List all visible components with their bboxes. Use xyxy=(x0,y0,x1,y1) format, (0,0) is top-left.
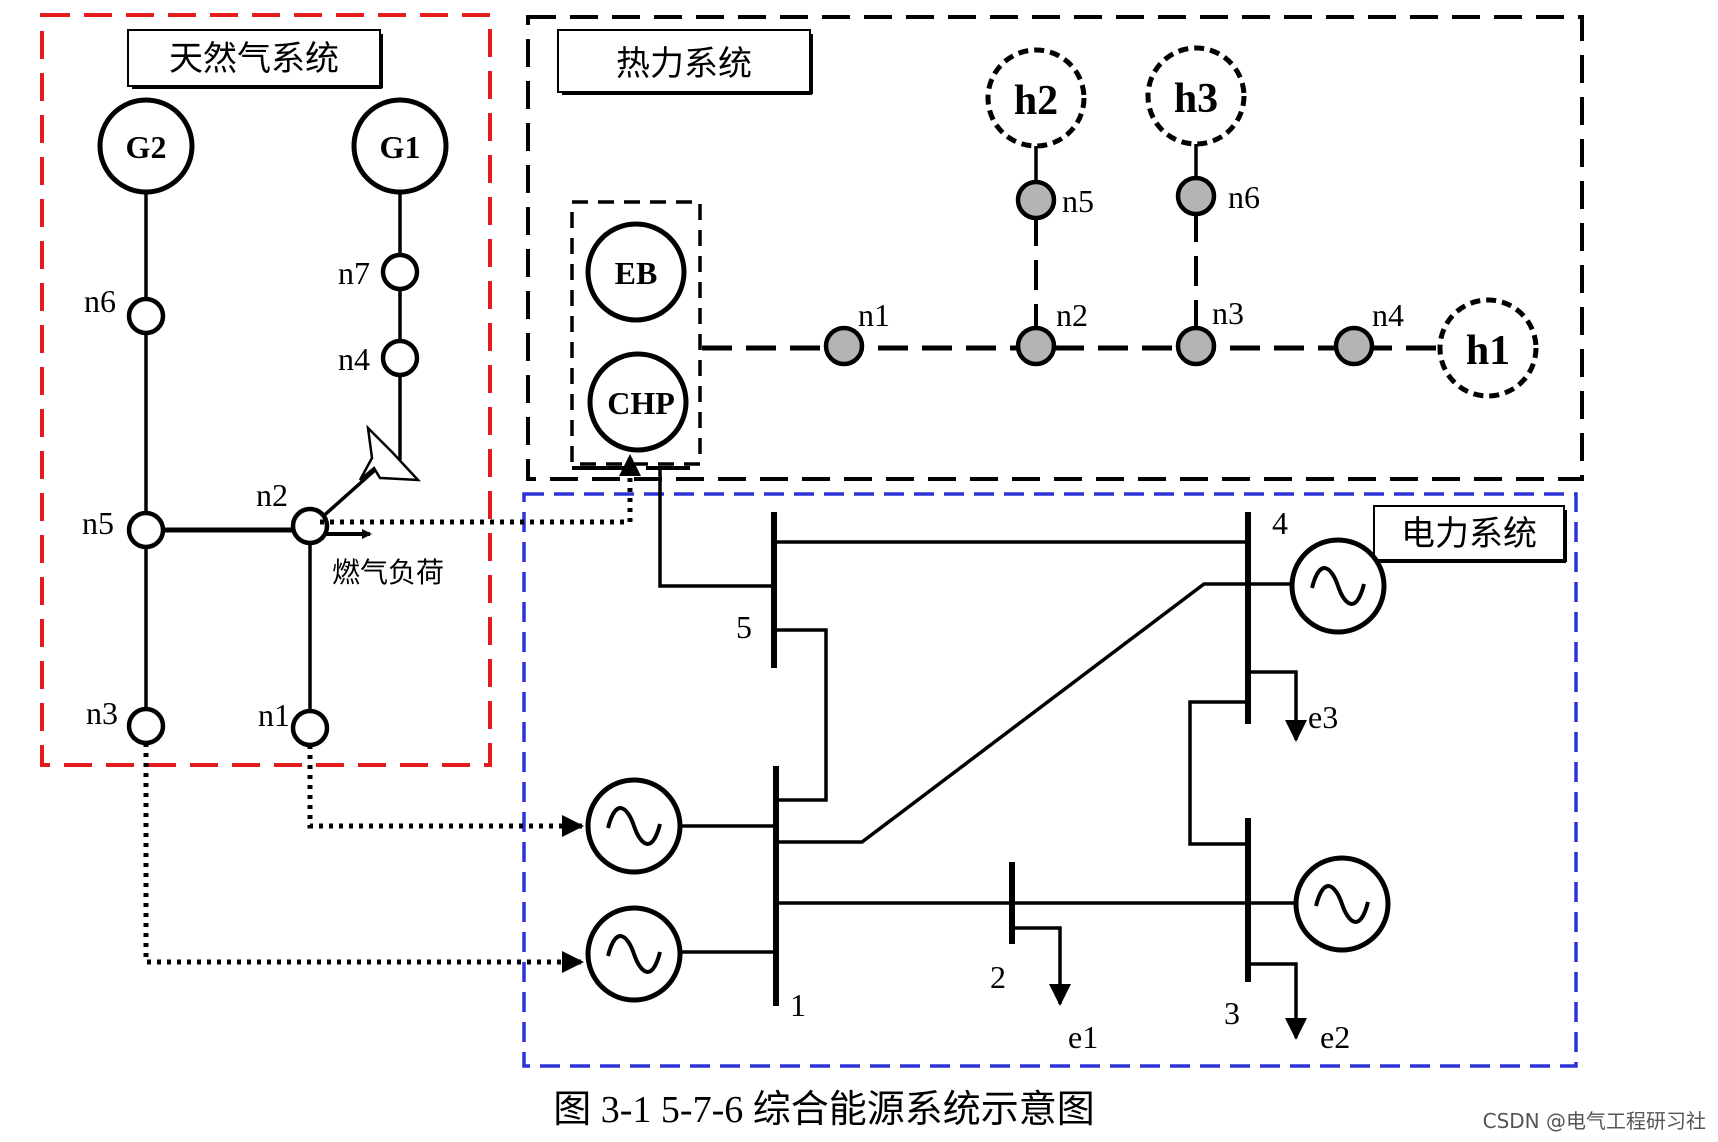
gas-node-n7-label: n7 xyxy=(338,255,370,291)
heat-load-h3: h3 xyxy=(1145,45,1247,147)
heat-system-title-box: 热力系统 xyxy=(557,29,813,95)
generator-bus1-upper xyxy=(585,777,683,875)
gas-node-n2-label: n2 xyxy=(256,477,288,513)
heat-node-n4-label: n4 xyxy=(1372,297,1404,333)
heat-system-title: 热力系统 xyxy=(616,45,752,83)
heat-node-n2: n2 xyxy=(1015,297,1088,367)
heat-load-h2: h2 xyxy=(985,47,1087,149)
heat-node-n5: n5 xyxy=(1015,179,1094,221)
gas-node-n5-label: n5 xyxy=(82,505,114,541)
power-system-title: 电力系统 xyxy=(1401,515,1537,553)
watermark: CSDN @电气工程研习社 xyxy=(1483,1109,1706,1133)
gas-node-n1-label: n1 xyxy=(258,697,290,733)
ac-wave-icon xyxy=(606,806,662,846)
heat-node-n6: n6 xyxy=(1175,175,1260,217)
gas-node-n3: n3 xyxy=(86,695,166,746)
load-e3-label: e3 xyxy=(1308,699,1338,735)
heat-node-n6-label: n6 xyxy=(1228,179,1260,215)
generator-bus3 xyxy=(1293,855,1391,953)
coupling-links xyxy=(143,454,641,973)
gas-node-n6-label: n6 xyxy=(84,283,116,319)
heat-unit-chp-label: CHP xyxy=(607,385,675,421)
bus-5-label: 5 xyxy=(736,609,752,645)
heat-load-h1: h1 xyxy=(1437,297,1539,399)
bus-1-label: 1 xyxy=(790,987,806,1023)
ac-wave-icon xyxy=(1310,566,1366,606)
gas-node-n7: n7 xyxy=(338,252,420,292)
gas-node-n4: n4 xyxy=(338,338,420,378)
gas-source-g1: G1 xyxy=(351,97,449,195)
heat-node-n2-label: n2 xyxy=(1056,297,1088,333)
gas-node-n4-label: n4 xyxy=(338,341,370,377)
bus-3-label: 3 xyxy=(1224,995,1240,1031)
gas-system-title: 天然气系统 xyxy=(169,40,339,78)
heat-node-n4: n4 xyxy=(1333,297,1404,367)
load-e2-label: e2 xyxy=(1320,1019,1350,1055)
gas-node-n2: n2 xyxy=(256,477,330,546)
power-system-region xyxy=(522,492,1578,1068)
heat-node-n1: n1 xyxy=(823,297,890,367)
bus-2-label: 2 xyxy=(990,959,1006,995)
heat-unit-chp: CHP xyxy=(587,351,689,453)
heat-unit-eb: EB xyxy=(585,221,687,323)
heat-load-h3-label: h3 xyxy=(1174,76,1218,122)
gas-node-n1: n1 xyxy=(258,697,330,748)
generator-bus4 xyxy=(1289,537,1387,635)
gas-node-n5: n5 xyxy=(82,505,166,550)
heat-node-n5-label: n5 xyxy=(1062,183,1094,219)
heat-node-n1-label: n1 xyxy=(858,297,890,333)
gas-source-g1-label: G1 xyxy=(380,129,421,165)
gas-load-label: 燃气负荷 xyxy=(332,557,444,589)
generator-bus1-lower xyxy=(585,905,683,1003)
heat-load-h2-label: h2 xyxy=(1014,78,1058,124)
heat-unit-group xyxy=(570,200,702,466)
gas-source-g2-label: G2 xyxy=(126,129,167,165)
heat-node-n3-label: n3 xyxy=(1212,295,1244,331)
gas-node-n6: n6 xyxy=(84,283,166,336)
heat-system-region xyxy=(526,15,1584,481)
bus-4-label: 4 xyxy=(1272,505,1288,541)
gas-source-g2: G2 xyxy=(97,97,195,195)
ac-wave-icon xyxy=(606,934,662,974)
heat-load-h1-label: h1 xyxy=(1466,328,1510,374)
power-system-title-box: 电力系统 xyxy=(1373,505,1567,563)
compressor-icon xyxy=(358,424,422,482)
heat-node-n3: n3 xyxy=(1175,295,1244,367)
gas-system-title-box: 天然气系统 xyxy=(127,29,383,89)
gas-network xyxy=(144,190,422,725)
gas-node-n3-label: n3 xyxy=(86,695,118,731)
load-e1-label: e1 xyxy=(1068,1019,1098,1055)
gas-system-region xyxy=(40,13,492,767)
power-network xyxy=(572,466,1307,1040)
heat-unit-eb-label: EB xyxy=(615,255,658,291)
ac-wave-icon xyxy=(1314,884,1370,924)
figure-caption: 图 3-1 5-7-6 综合能源系统示意图 xyxy=(553,1089,1094,1131)
